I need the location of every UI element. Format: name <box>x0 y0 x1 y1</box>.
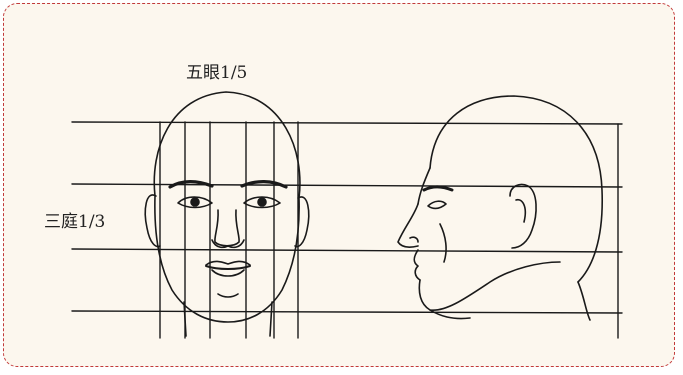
profile-cheek <box>439 223 447 263</box>
front-head-outline <box>153 91 301 323</box>
upper-lip <box>205 260 251 266</box>
left-ear <box>144 194 161 248</box>
nose <box>214 209 240 247</box>
neck-left <box>183 301 187 337</box>
profile-lips <box>413 249 421 281</box>
guide-line-hairline <box>71 121 623 125</box>
five-eyes-label: 五眼1/5 <box>186 63 248 83</box>
guide-line-brow <box>71 183 623 188</box>
profile-nose <box>397 203 419 248</box>
profile-neck-back <box>577 281 591 321</box>
horizontal-guide-lines <box>71 121 623 314</box>
left-eye <box>177 196 213 209</box>
profile-ear-inner <box>515 198 527 223</box>
right-eye <box>243 196 281 209</box>
lower-lip <box>211 269 245 277</box>
right-eyebrow <box>240 180 288 189</box>
profile-neck-front <box>429 309 471 320</box>
nose-base <box>211 239 245 249</box>
profile-ear <box>509 183 537 249</box>
guide-line-chin <box>71 310 623 314</box>
left-eyebrow <box>168 180 214 189</box>
chin-line <box>217 293 239 298</box>
vertical-guide-lines <box>159 121 619 339</box>
neck-right <box>269 301 273 337</box>
three-courts-label: 三庭1/3 <box>44 212 106 232</box>
profile-face <box>397 95 604 321</box>
profile-eyebrow <box>422 185 454 192</box>
right-ear <box>294 196 310 248</box>
front-face <box>144 91 310 337</box>
mouth-line <box>205 265 251 270</box>
profile-eye <box>427 200 447 210</box>
left-iris <box>190 197 200 207</box>
profile-nostril <box>409 236 419 243</box>
profile-forehead <box>417 167 431 205</box>
right-iris <box>257 197 267 207</box>
guide-line-nose-base <box>71 248 623 253</box>
profile-chin-jaw <box>418 261 561 311</box>
profile-head-outline <box>429 95 604 283</box>
